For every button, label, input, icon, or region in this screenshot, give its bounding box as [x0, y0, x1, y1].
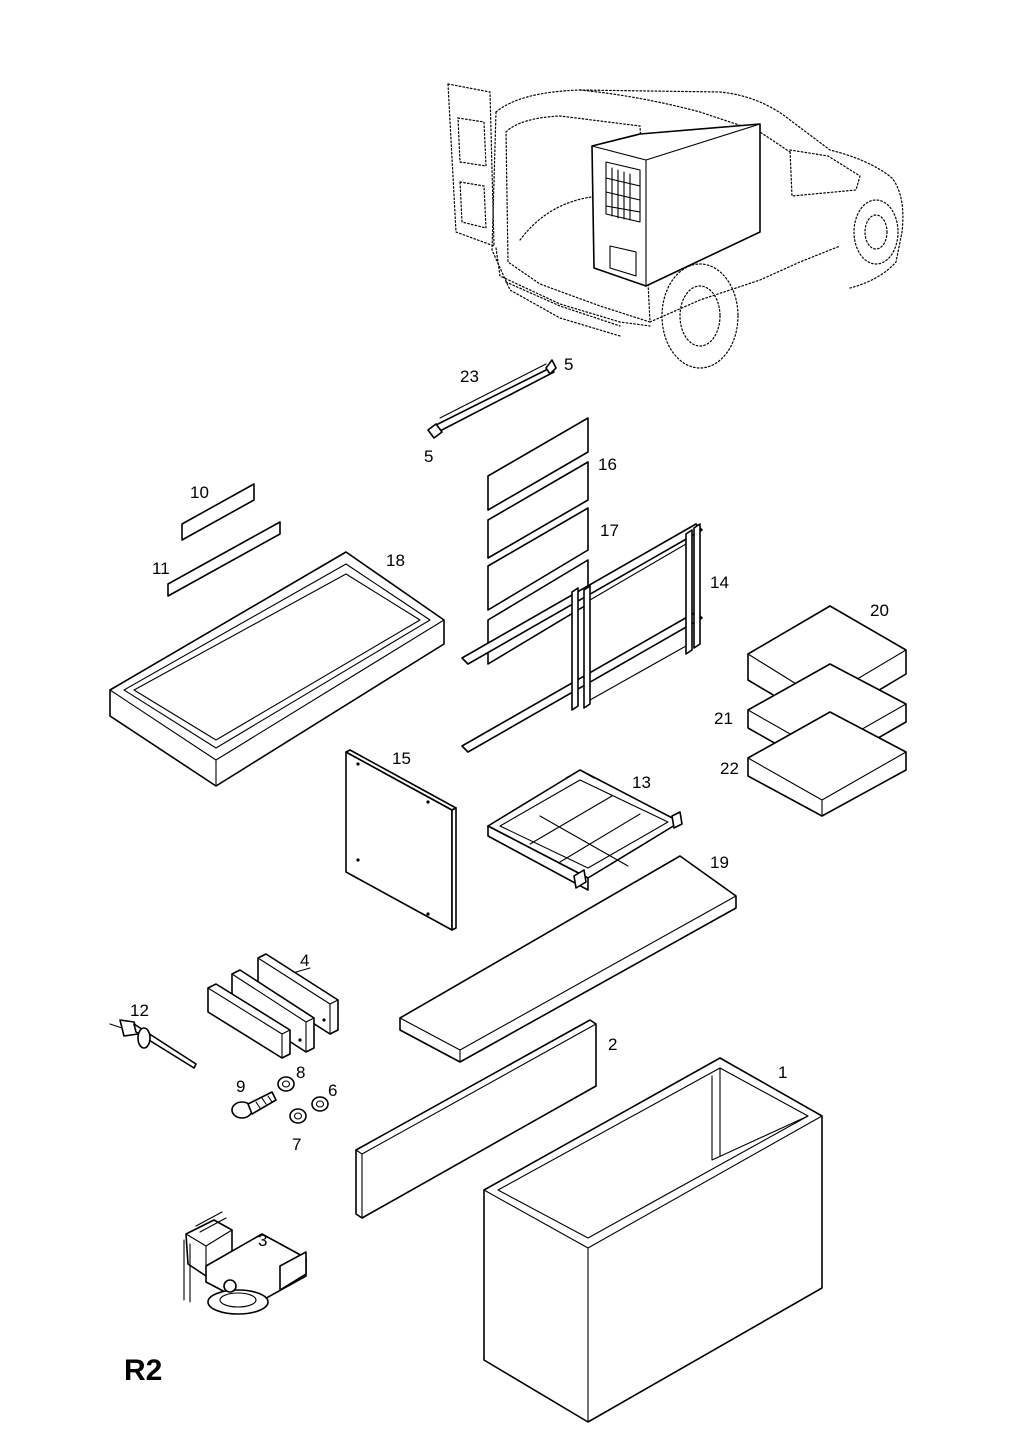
- part-2-panel: [355, 1019, 597, 1219]
- callout-8: 8: [296, 1063, 305, 1082]
- part-10-strip: [181, 483, 255, 541]
- callout-17: 17: [600, 521, 619, 540]
- part-4-spacer-set: [207, 953, 339, 1059]
- part-8-washer: [277, 1076, 295, 1092]
- part-7-washer: [289, 1108, 307, 1124]
- leader-lines: [295, 967, 311, 973]
- callout-23: 23: [460, 367, 479, 386]
- part-14-frame: [461, 523, 703, 753]
- callout-2: 2: [608, 1035, 617, 1054]
- callout-14: 14: [710, 573, 729, 592]
- callout-6: 6: [328, 1081, 337, 1100]
- callout-5-bottom: 5: [424, 447, 433, 466]
- part-15-panel: [345, 749, 457, 931]
- callout-12: 12: [130, 1001, 149, 1020]
- callout-10: 10: [190, 483, 209, 502]
- part-22-cushion: [747, 711, 907, 817]
- part-13-slide-frame: [487, 769, 683, 891]
- part-19-board: [399, 855, 737, 1063]
- callout-1: 1: [778, 1063, 787, 1082]
- callout-19: 19: [710, 853, 729, 872]
- callout-13: 13: [632, 773, 651, 792]
- callout-labels: 23 5 5 16 17 14 10 11 18 20 21 22 15 13 …: [124, 355, 889, 1387]
- part-18-tray: [109, 551, 445, 787]
- callout-18: 18: [386, 551, 405, 570]
- sheet-code: R2: [124, 1354, 162, 1387]
- part-12-rivet: [109, 1019, 197, 1069]
- callout-5-top: 5: [564, 355, 573, 374]
- part-23-rail: [427, 359, 557, 439]
- part-6-washer: [311, 1096, 329, 1112]
- callout-7: 7: [292, 1135, 301, 1154]
- callout-15: 15: [392, 749, 411, 768]
- part-9-bolt: [231, 1091, 277, 1119]
- callout-11: 11: [152, 559, 170, 578]
- callout-4: 4: [300, 951, 309, 970]
- part-16-panel: [487, 417, 589, 559]
- part-11-strip: [167, 521, 281, 597]
- callout-16: 16: [598, 455, 617, 474]
- van-illustration: [447, 83, 904, 369]
- part-1-box: [483, 1057, 823, 1423]
- callout-20: 20: [870, 601, 889, 620]
- callout-21: 21: [714, 709, 733, 728]
- callout-22: 22: [720, 759, 739, 778]
- callout-9: 9: [236, 1077, 245, 1096]
- callout-3: 3: [258, 1231, 267, 1250]
- part-3-bench-vise: [183, 1211, 307, 1315]
